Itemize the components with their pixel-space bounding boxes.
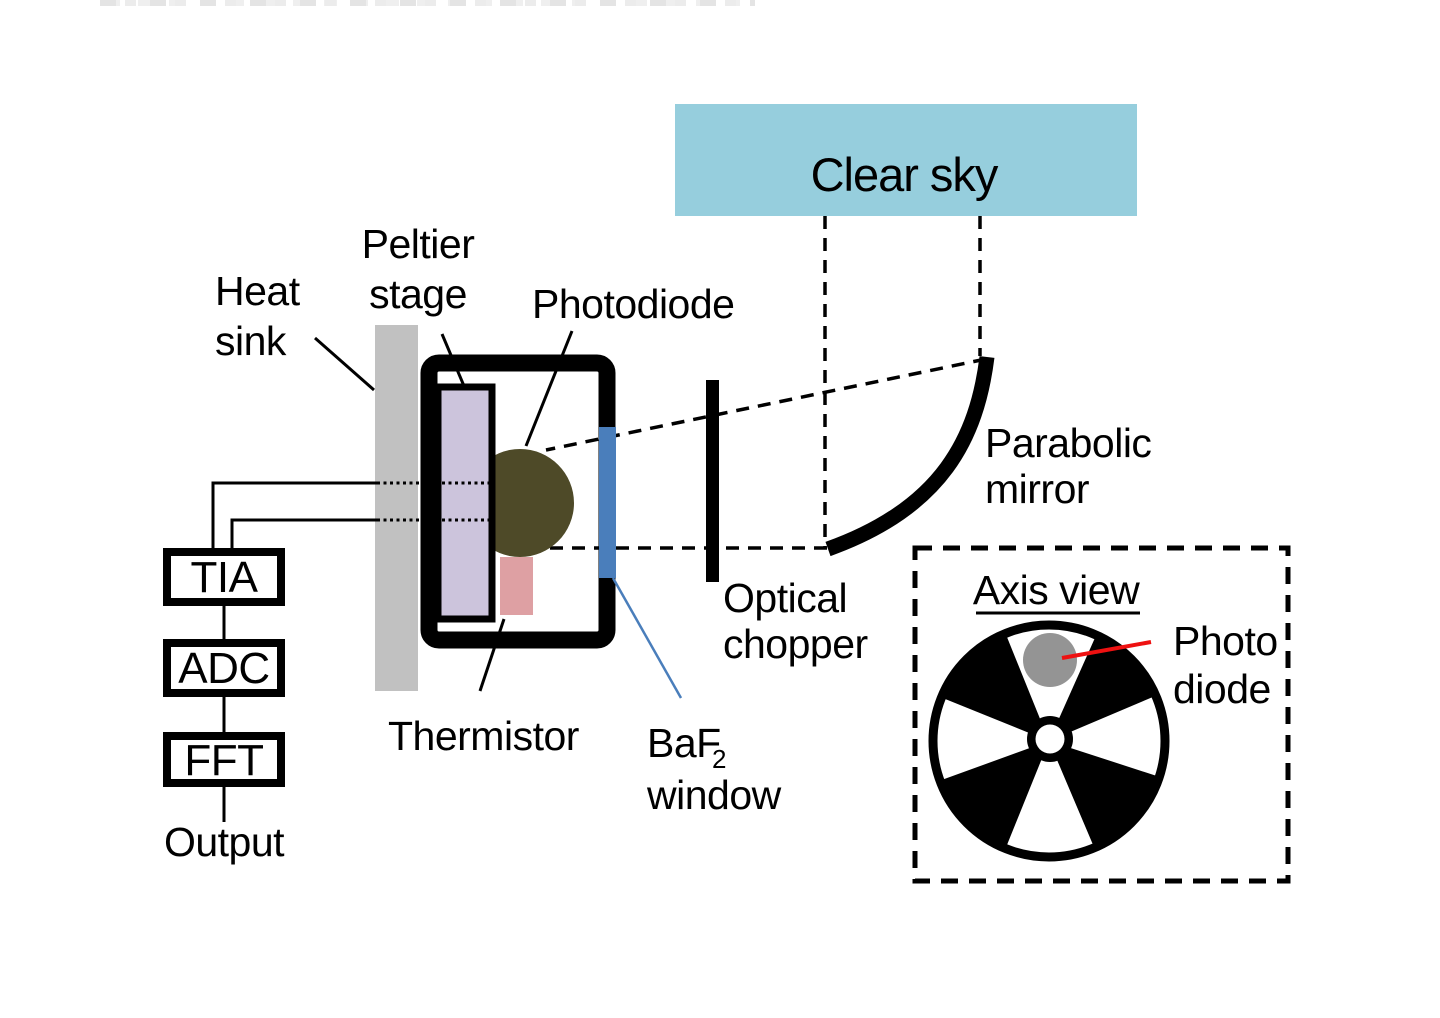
detector-head-group <box>211 325 616 691</box>
beam-dashed-diagonal <box>545 357 987 452</box>
photodiode-leader-line <box>524 330 574 447</box>
baf2-label-subscript: 2 <box>712 744 726 774</box>
fft-label: FFT <box>184 736 263 785</box>
peltier-label-line1: Peltier <box>362 221 475 267</box>
wheel-photodiode-label-line2: diode <box>1173 666 1271 712</box>
clear-sky-box <box>675 104 1137 216</box>
wheel-hub-hole <box>1035 724 1065 754</box>
output-label: Output <box>164 819 285 865</box>
clear-sky-label: Clear sky <box>811 148 999 201</box>
thermistor-block <box>500 557 533 615</box>
signal-chain-group: TIA ADC FFT Output <box>163 548 286 865</box>
axis-view-panel: Axis view Photo diode <box>912 545 1291 884</box>
parabolic-mirror-label-line1: Parabolic <box>985 420 1151 466</box>
chopper-wheel <box>928 620 1170 862</box>
cropped-text-artifact <box>100 0 755 6</box>
clear-sky-group: Clear sky <box>675 104 1137 216</box>
baf2-leader-line <box>611 577 683 699</box>
peltier-stage-box <box>434 383 496 623</box>
wheel-sector-se <box>1049 741 1159 847</box>
baf2-label-line2: window <box>646 772 782 818</box>
thermistor-leader-line <box>478 618 506 692</box>
wheel-black-sectors <box>940 634 1159 848</box>
photodiode-label: Photodiode <box>532 281 734 327</box>
heat-sink-label-line2: sink <box>215 318 287 364</box>
beam-path-group <box>545 216 987 550</box>
adc-box <box>163 639 285 697</box>
axis-view-title: Axis view <box>973 567 1140 613</box>
sensor-wires-group <box>211 481 494 548</box>
wire-lower-solid <box>230 518 377 548</box>
wheel-sector-ne <box>1049 636 1155 741</box>
optical-chopper-bar <box>706 380 719 582</box>
parabolic-mirror-label-line2: mirror <box>985 466 1089 512</box>
heat-sink-leader-line <box>314 336 375 392</box>
wheel-photodiode-spot <box>1023 633 1077 687</box>
wheel-sector-nw <box>942 634 1049 741</box>
optical-chopper-label-line2: chopper <box>723 621 868 667</box>
fft-box <box>163 732 285 787</box>
heat-sink-label-line1: Heat <box>215 268 301 314</box>
baf2-label-main: BaF <box>647 720 721 766</box>
tia-box <box>163 548 285 606</box>
thermistor-label: Thermistor <box>388 713 579 759</box>
baf2-window-bar <box>599 427 616 578</box>
heat-sink-bar <box>375 325 418 691</box>
wheel-photodiode-leader-line <box>1061 640 1152 660</box>
tia-label: TIA <box>191 553 259 602</box>
component-labels-group: Heat sink Peltier stage Photodiode Therm… <box>215 221 782 818</box>
adc-label: ADC <box>178 644 269 693</box>
peltier-leader-line <box>440 333 466 387</box>
parabolic-mirror <box>825 356 995 557</box>
wire-upper-solid <box>211 481 377 548</box>
axis-view-border <box>912 545 1291 884</box>
optical-chopper-label-line1: Optical <box>723 575 847 621</box>
wheel-sector-sw <box>940 741 1049 848</box>
wheel-photodiode-label-line1: Photo <box>1173 618 1278 664</box>
peltier-label-line2: stage <box>369 271 467 317</box>
